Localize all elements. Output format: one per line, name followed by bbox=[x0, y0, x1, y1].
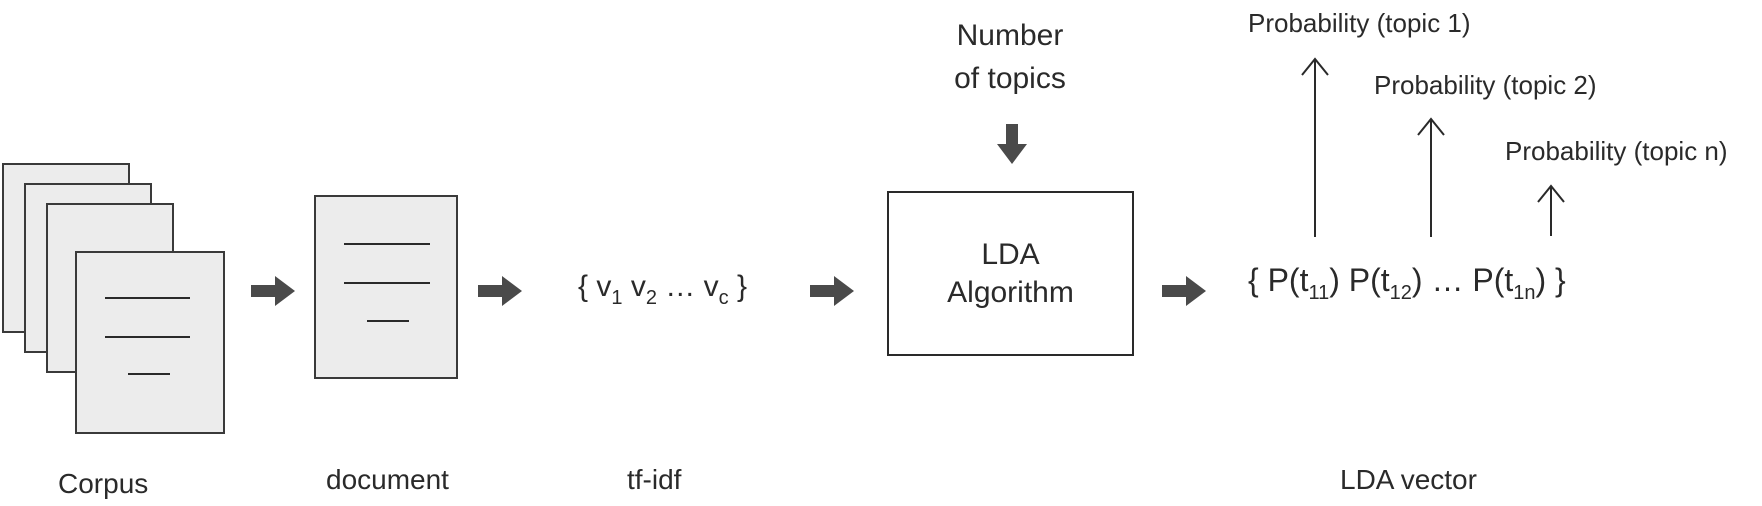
probability-topic-n-label: Probability (topic n) bbox=[1505, 136, 1728, 166]
number-of-topics-line1: Number bbox=[956, 19, 1064, 52]
flow-arrow-icon bbox=[810, 276, 854, 306]
corpus-text-line bbox=[105, 336, 190, 338]
up-arrow-icon bbox=[1417, 117, 1445, 237]
probability-topic-2-label: Probability (topic 2) bbox=[1374, 70, 1597, 100]
flow-arrow-icon bbox=[1162, 276, 1206, 306]
lda-box-line2: Algorithm bbox=[947, 275, 1074, 309]
flow-arrow-icon bbox=[251, 276, 295, 306]
lda-vector-label: LDA vector bbox=[1340, 464, 1477, 495]
document-text-line bbox=[344, 243, 430, 245]
corpus-page-4 bbox=[75, 251, 225, 434]
number-of-topics-line2: of topics bbox=[954, 62, 1066, 95]
document-text-line bbox=[367, 320, 409, 322]
corpus-text-line bbox=[105, 297, 190, 299]
lda-algorithm-box: LDA Algorithm bbox=[887, 191, 1134, 356]
lda-box-line1: LDA bbox=[981, 237, 1040, 271]
document-label: document bbox=[326, 464, 449, 495]
number-of-topics-label: Number of topics bbox=[950, 14, 1070, 100]
probability-topic-1-label: Probability (topic 1) bbox=[1248, 8, 1471, 38]
flow-arrow-icon bbox=[478, 276, 522, 306]
down-arrow-icon bbox=[997, 124, 1027, 164]
corpus-label: Corpus bbox=[58, 468, 149, 499]
lda-vector-formula: { P(t11) P(t12) … P(t1n) } bbox=[1248, 262, 1566, 304]
tfidf-label: tf-idf bbox=[627, 464, 682, 495]
up-arrow-icon bbox=[1537, 184, 1565, 236]
up-arrow-icon bbox=[1301, 57, 1329, 237]
tfidf-vector: { v1 v2 … vc } bbox=[578, 270, 747, 309]
document-page bbox=[314, 195, 458, 379]
corpus-text-line bbox=[128, 373, 170, 375]
document-text-line bbox=[344, 282, 430, 284]
